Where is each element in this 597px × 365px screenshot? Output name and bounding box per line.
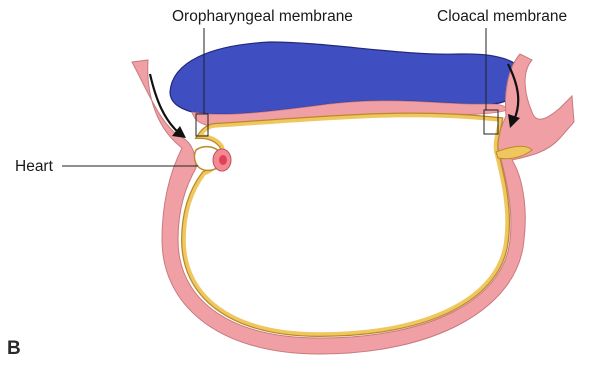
panel-letter: B — [7, 338, 21, 360]
oropharyngeal-membrane-label: Oropharyngeal membrane — [172, 8, 353, 26]
heart-lumen — [219, 155, 227, 165]
heart-label: Heart — [15, 158, 53, 176]
cloacal-membrane-label: Cloacal membrane — [437, 8, 567, 26]
endoderm-lining-inner — [184, 115, 507, 334]
